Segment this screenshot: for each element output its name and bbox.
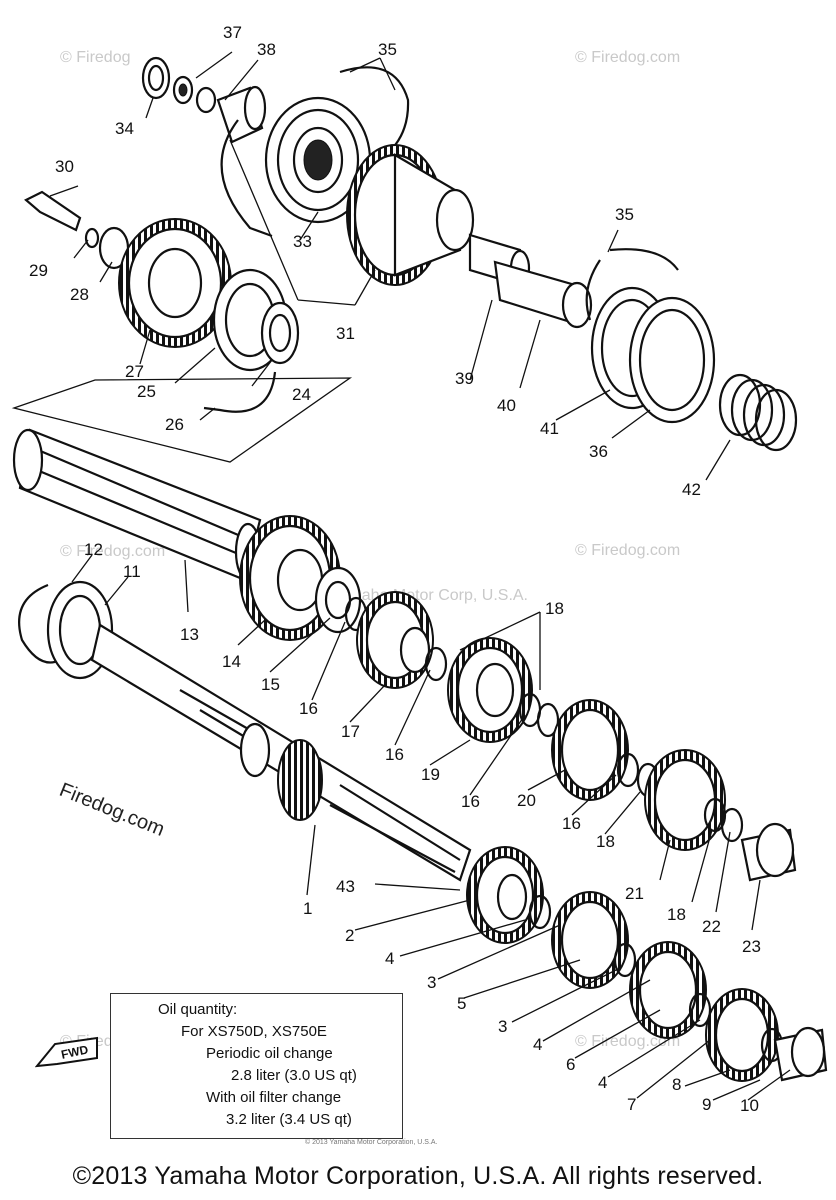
label-19: 19 — [421, 765, 440, 784]
label-4: 4 — [533, 1035, 542, 1054]
oil-filter: With oil filter change — [206, 1089, 342, 1106]
label-4: 4 — [385, 949, 394, 968]
label-21: 21 — [625, 884, 644, 903]
oil-quantity-box: Oil quantity: For XS750D, XS750E Periodi… — [110, 993, 403, 1139]
label-14: 14 — [222, 652, 241, 671]
upper-assembly — [11, 51, 798, 481]
firedog-watermark-diagonal: Firedog.com — [56, 779, 167, 841]
watermark: © Firedog.com — [575, 542, 680, 559]
lower-assembly — [12, 428, 828, 1101]
label-2: 2 — [345, 926, 354, 945]
label-26: 26 — [165, 415, 184, 434]
oil-filter-amount: 3.2 liter (3.4 US qt) — [226, 1111, 352, 1128]
watermark: © Firedog.com — [60, 543, 165, 560]
oil-title: Oil quantity: — [158, 1001, 238, 1018]
part-36-oil-seal — [628, 296, 716, 424]
label-6: 6 — [566, 1055, 575, 1074]
label-3: 3 — [427, 973, 436, 992]
label-16: 16 — [299, 699, 318, 718]
label-35: 35 — [378, 40, 397, 59]
svg-text:FWD: FWD — [60, 1042, 90, 1061]
label-9: 9 — [702, 1095, 711, 1114]
watermark: © Firedog.com — [575, 49, 680, 66]
label-18: 18 — [667, 905, 686, 924]
part-1-main-axle — [90, 623, 472, 882]
part-29-washer — [84, 227, 100, 249]
label-27: 27 — [125, 362, 144, 381]
label-12: 12 — [84, 540, 103, 559]
label-16: 16 — [461, 792, 480, 811]
part-26-circlip — [203, 371, 277, 413]
label-15: 15 — [261, 675, 280, 694]
label-34: 34 — [115, 119, 134, 138]
label-20: 20 — [517, 791, 536, 810]
part-35-circlip — [585, 248, 679, 321]
label-37: 37 — [223, 23, 242, 42]
label-30: 30 — [55, 157, 74, 176]
label-16: 16 — [562, 814, 581, 833]
part-42-spring — [718, 373, 798, 452]
part-35-circlip — [220, 119, 273, 238]
label-43: 43 — [336, 877, 355, 896]
oil-periodic-amount: 2.8 liter (3.0 US qt) — [231, 1067, 357, 1084]
label-40: 40 — [497, 396, 516, 415]
label-38: 38 — [257, 40, 276, 59]
part-30-bolt — [24, 190, 82, 232]
oil-models: For XS750D, XS750E — [181, 1023, 327, 1040]
watermark: © Firedog — [60, 49, 130, 66]
label-13: 13 — [180, 625, 199, 644]
label-36: 36 — [589, 442, 608, 461]
label-41: 41 — [540, 419, 559, 438]
label-39: 39 — [455, 369, 474, 388]
label-5: 5 — [457, 994, 466, 1013]
label-28: 28 — [70, 285, 89, 304]
label-24: 24 — [292, 385, 311, 404]
label-35-right: 35 — [615, 205, 634, 224]
label-16: 16 — [385, 745, 404, 764]
label-33: 33 — [293, 232, 312, 251]
label-18: 18 — [596, 832, 615, 851]
label-7: 7 — [627, 1095, 636, 1114]
label-31: 31 — [336, 324, 355, 343]
copyright-footer: ©2013 Yamaha Motor Corporation, U.S.A. A… — [72, 1162, 764, 1190]
part-34-oil-seal — [141, 56, 171, 100]
label-11: 11 — [123, 562, 141, 581]
label-1: 1 — [303, 899, 312, 918]
part-labels: 37 38 35 34 30 29 28 33 35 31 27 25 24 2… — [29, 23, 761, 1115]
label-25: 25 — [137, 382, 156, 401]
part-12-circlip — [18, 583, 61, 664]
part-24-ring — [260, 301, 300, 365]
label-22: 22 — [702, 917, 721, 936]
svg-text:Firedog.com: Firedog.com — [56, 779, 167, 841]
label-3: 3 — [498, 1017, 507, 1036]
label-4: 4 — [598, 1073, 607, 1092]
label-18: 18 — [545, 599, 564, 618]
label-29: 29 — [29, 261, 48, 280]
label-8: 8 — [672, 1075, 681, 1094]
tiny-caption: © 2013 Yamaha Motor Corporation, U.S.A. — [305, 1138, 438, 1146]
label-10: 10 — [740, 1096, 759, 1115]
part-15-washer — [314, 566, 362, 634]
label-23: 23 — [742, 937, 761, 956]
label-17: 17 — [341, 722, 360, 741]
watermark: © Firedog.com — [575, 1033, 680, 1050]
label-42: 42 — [682, 480, 701, 499]
oil-periodic: Periodic oil change — [206, 1045, 333, 1062]
fwd-arrow-icon: FWD — [35, 1036, 98, 1068]
part-16-circlip — [424, 646, 448, 682]
